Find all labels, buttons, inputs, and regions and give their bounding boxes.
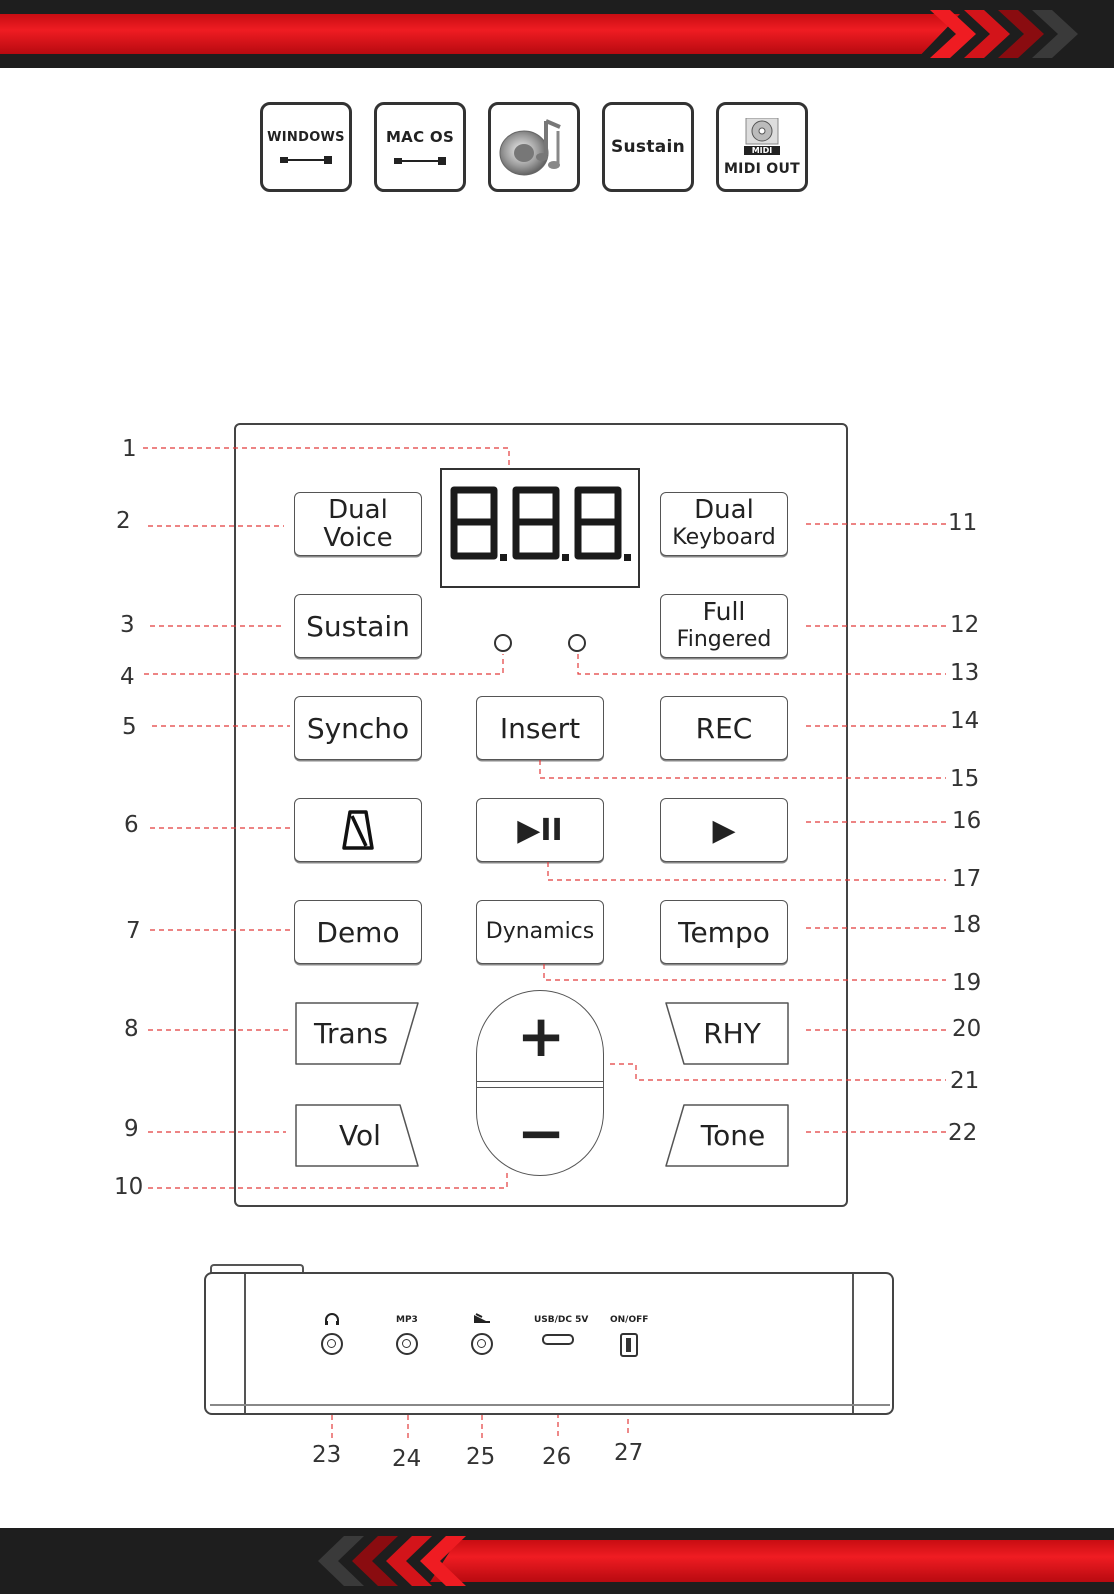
callout-16: 16 [952, 808, 981, 834]
callout-20: 20 [952, 1016, 981, 1042]
callout-18: 18 [952, 912, 981, 938]
usb-dc-label: USB/DC 5V [534, 1315, 588, 1325]
sustain-pedal-jack[interactable] [471, 1333, 493, 1355]
on-off-label: ON/OFF [610, 1315, 648, 1325]
device-right-end [852, 1274, 854, 1413]
callout-10: 10 [114, 1174, 143, 1200]
callout-5: 5 [122, 714, 137, 740]
callout-17: 17 [952, 866, 981, 892]
callout-6: 6 [124, 812, 139, 838]
device-bottom-lip [210, 1404, 890, 1406]
callout-7: 7 [126, 918, 141, 944]
callout-21: 21 [950, 1068, 979, 1094]
mp3-label: MP3 [396, 1315, 418, 1325]
callout-1: 1 [122, 436, 137, 462]
callout-15: 15 [950, 766, 979, 792]
bottom-banner-red-stripe [430, 1540, 1114, 1582]
sustain-pedal-icon [472, 1311, 492, 1325]
callout-4: 4 [120, 664, 135, 690]
callout-9: 9 [124, 1116, 139, 1142]
callout-23: 23 [312, 1442, 341, 1468]
power-switch-knob [626, 1338, 631, 1352]
callout-11: 11 [948, 510, 977, 536]
callout-12: 12 [950, 612, 979, 638]
callout-22: 22 [948, 1120, 977, 1146]
callout-25: 25 [466, 1444, 495, 1470]
usb-port[interactable] [542, 1334, 574, 1345]
headphone-icon [324, 1313, 340, 1325]
callout-13: 13 [950, 660, 979, 686]
callout-2: 2 [116, 508, 131, 534]
callout-8: 8 [124, 1016, 139, 1042]
callout-14: 14 [950, 708, 979, 734]
power-switch[interactable] [620, 1333, 638, 1357]
bottom-banner-chevrons [290, 1532, 470, 1590]
callout-3: 3 [120, 612, 135, 638]
headphone-jack[interactable] [321, 1333, 343, 1355]
callout-27: 27 [614, 1440, 643, 1466]
mp3-jack[interactable] [396, 1333, 418, 1355]
callout-24: 24 [392, 1446, 421, 1472]
callout-19: 19 [952, 970, 981, 996]
device-left-end [244, 1274, 246, 1413]
callout-26: 26 [542, 1444, 571, 1470]
